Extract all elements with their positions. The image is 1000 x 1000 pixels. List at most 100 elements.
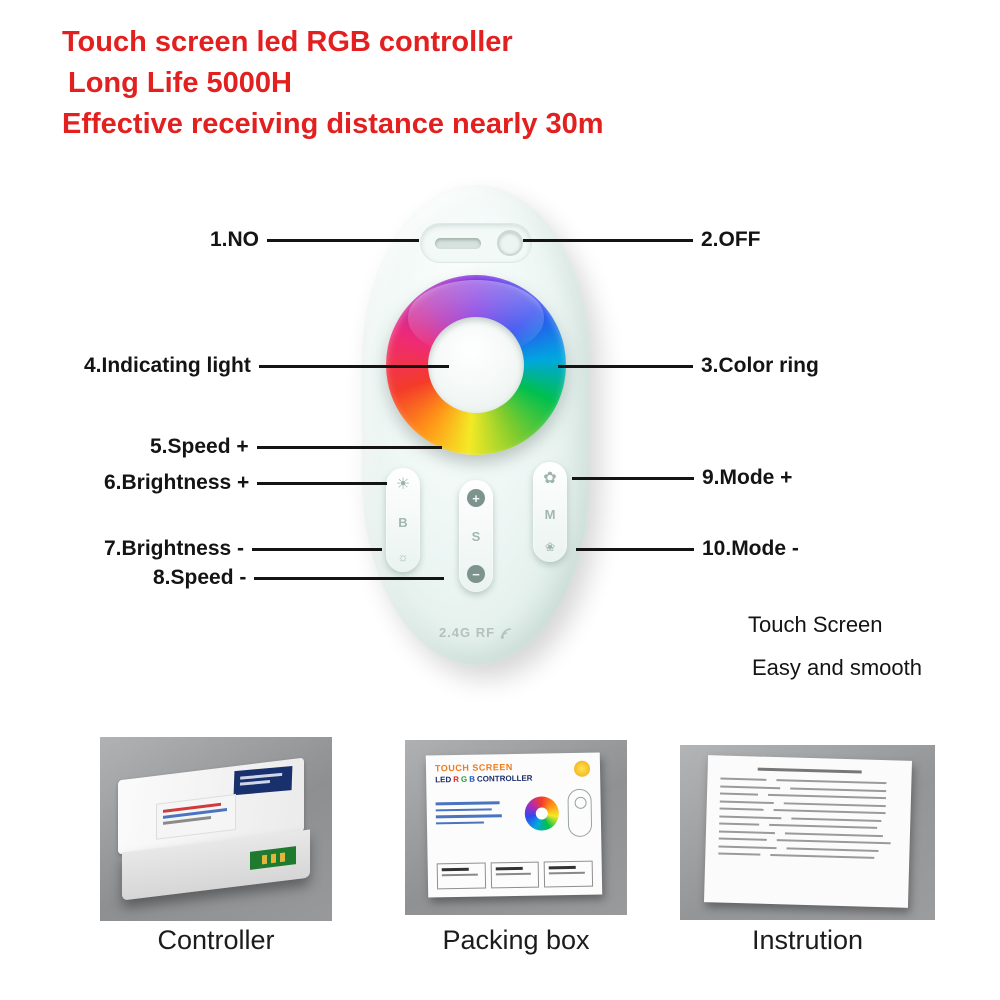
terminal-block	[250, 846, 296, 870]
callout-brightness-plus-line	[257, 481, 388, 485]
callout-no-line	[267, 238, 420, 242]
callout-speed-minus-label: 8.Speed -	[153, 566, 247, 589]
callout-color-ring: 3.Color ring	[558, 354, 819, 378]
print-line	[720, 777, 767, 781]
print-line	[784, 831, 883, 837]
speed-plus-button: +	[467, 489, 485, 507]
callout-speed-plus: 5.Speed +	[150, 435, 442, 459]
print-line	[719, 800, 774, 804]
packing-b-letter: B	[469, 774, 476, 784]
brightness-plus-icon: ☀	[395, 476, 411, 493]
callout-speed-minus-line	[254, 576, 445, 580]
callout-brightness-minus-line	[252, 547, 383, 551]
mode-button-group: ✿ M ❀	[533, 462, 567, 562]
callout-no-label: 1.NO	[210, 228, 260, 251]
print-line	[790, 786, 887, 792]
packing-text-lines	[435, 801, 516, 828]
callout-brightness-minus: 7.Brightness -	[104, 537, 383, 561]
print-line	[776, 779, 887, 785]
packing-box-photo: TOUCH SCREEN LED R G B CONTROLLER	[405, 740, 627, 915]
packing-box: TOUCH SCREEN LED R G B CONTROLLER	[425, 752, 603, 898]
callout-indicating-light-label: 4.Indicating light	[84, 354, 251, 377]
packing-g-letter: G	[460, 774, 468, 784]
print-line	[757, 767, 862, 774]
callout-mode-minus-line	[576, 547, 694, 551]
print-line	[718, 845, 777, 849]
print-line	[767, 793, 886, 800]
rf-label: 2.4G RF	[439, 625, 513, 640]
remote-outline-print	[567, 788, 593, 838]
instruction-caption: Instrution	[751, 925, 864, 955]
print-line	[783, 801, 886, 807]
print-line	[719, 822, 760, 826]
rf-signal-icon	[500, 627, 512, 639]
callout-off: 2.OFF	[523, 228, 761, 252]
product-label	[156, 793, 236, 840]
callout-speed-plus-line	[256, 445, 442, 449]
callout-indicating-light-line	[258, 364, 449, 368]
callout-off-line	[523, 238, 693, 242]
terminal-pin	[261, 854, 267, 864]
print-line	[435, 801, 500, 805]
packing-feature-row	[436, 860, 594, 890]
speed-minus-button: −	[467, 565, 485, 583]
color-wheel-print	[524, 796, 560, 831]
feature-box	[436, 862, 486, 890]
mode-minus-icon: ❀	[544, 540, 556, 554]
brightness-minus-icon: ☼	[397, 550, 409, 564]
callout-mode-plus-label: 9.Mode +	[702, 466, 793, 489]
off-button	[497, 230, 523, 256]
instruction-sheet	[703, 755, 913, 908]
callout-no: 1.NO	[210, 228, 420, 252]
mode-plus-icon: ✿	[543, 470, 557, 487]
callout-brightness-plus-label: 6.Brightness +	[104, 471, 250, 494]
print-line	[769, 823, 878, 829]
headline: Touch screen led RGB controller Long Lif…	[62, 22, 604, 145]
packing-subheader: LED R G B CONTROLLER	[435, 773, 591, 785]
print-line	[718, 852, 761, 856]
feature-box	[490, 861, 540, 889]
print-line	[719, 807, 764, 811]
print-line	[773, 809, 886, 815]
callout-mode-minus: 10.Mode -	[576, 537, 799, 561]
packing-middle-art	[435, 788, 593, 840]
print-line	[720, 785, 781, 789]
callout-brightness-plus: 6.Brightness +	[104, 471, 388, 495]
callout-mode-plus: 9.Mode +	[572, 466, 792, 490]
print-line	[719, 792, 759, 796]
remote-control: ☀ B ☼ + S − ✿ M ❀ 2.4G RF	[362, 185, 590, 665]
tagline-touch-screen: Touch Screen	[748, 612, 883, 637]
callout-speed-plus-label: 5.Speed +	[150, 435, 249, 458]
print-line	[791, 817, 882, 822]
brightness-group-letter: B	[398, 514, 408, 530]
speed-group-letter: S	[471, 528, 481, 544]
print-line	[719, 815, 782, 819]
instruction-photo	[680, 745, 935, 920]
packing-box-caption: Packing box	[442, 925, 590, 955]
callout-speed-minus: 8.Speed -	[153, 566, 445, 590]
power-button-area	[420, 223, 532, 263]
terminal-pin	[270, 853, 276, 863]
tagline-easy-smooth: Easy and smooth	[752, 655, 922, 680]
print-line	[239, 780, 270, 786]
packing-led-text: LED	[435, 775, 452, 785]
print-line	[776, 839, 891, 845]
callout-mode-minus-label: 10.Mode -	[702, 537, 799, 560]
print-line	[718, 830, 775, 834]
print-line	[435, 807, 492, 812]
print-line	[786, 846, 879, 852]
on-button	[435, 237, 481, 249]
callout-indicating-light: 4.Indicating light	[84, 354, 449, 378]
brightness-button-group: ☀ B ☼	[386, 468, 420, 572]
packing-header: TOUCH SCREEN	[434, 762, 513, 774]
callout-brightness-minus-label: 7.Brightness -	[104, 537, 245, 560]
headline-line-3: Effective receiving distance nearly 30m	[62, 108, 604, 140]
print-line	[435, 821, 484, 825]
callout-off-label: 2.OFF	[701, 228, 761, 251]
controller-caption: Controller	[157, 925, 275, 955]
rf-text: 2.4G RF	[438, 625, 496, 640]
speed-button-group: + S −	[459, 480, 493, 592]
barcode-label	[233, 766, 293, 796]
print-line	[770, 853, 875, 859]
